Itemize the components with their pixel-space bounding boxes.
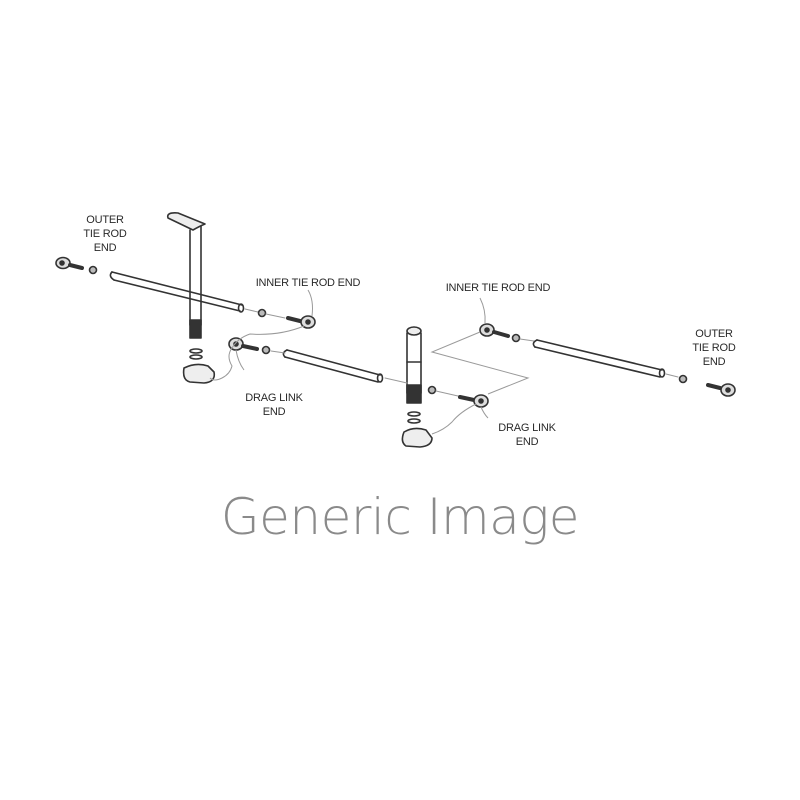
label-outer-tie-rod-end-left: OUTER TIE ROD END: [83, 214, 127, 254]
center-spindle: [401, 326, 433, 448]
caption-generic-image: Generic Image: [220, 488, 580, 546]
leader-lines: [209, 289, 530, 435]
label-drag-link-end-left: DRAG LINK END: [245, 392, 303, 418]
label-drag-link-end-right: DRAG LINK END: [498, 422, 556, 448]
drag-link-end-right-part: [427, 385, 489, 408]
drag-link-end-left-part: [228, 337, 271, 355]
label-inner-tie-rod-end-left: INNER TIE ROD END: [255, 277, 361, 289]
label-outer-tie-rod-end-right: OUTER TIE ROD END: [692, 328, 736, 368]
left-tie-rod-tube: [109, 271, 245, 313]
outer-tie-rod-end-right-part: [678, 374, 736, 397]
inner-tie-rod-end-right-part: [479, 323, 521, 343]
outer-tie-rod-end-left-part: [55, 256, 98, 275]
inner-tie-rod-end-left-part: [286, 315, 316, 329]
right-tie-rod-tube: [532, 339, 666, 378]
left-spindle: [166, 212, 216, 384]
drag-link-tube: [282, 349, 384, 383]
label-inner-tie-rod-end-right: INNER TIE ROD END: [445, 282, 551, 294]
